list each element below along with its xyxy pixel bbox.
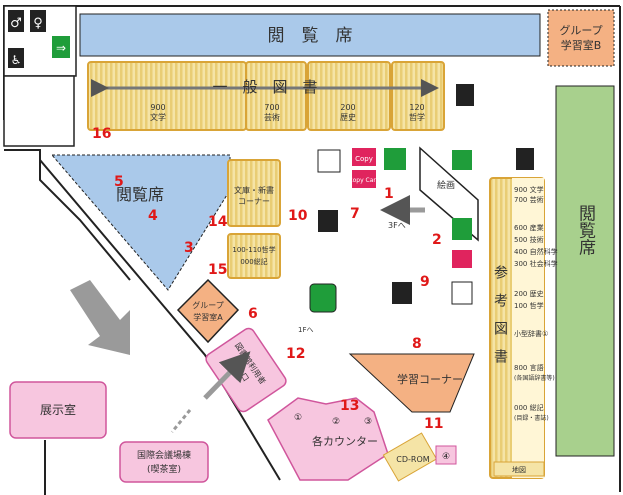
group-study-room-a-label-2: 学習室A xyxy=(193,312,223,322)
cdrom-label: CD-ROM xyxy=(396,455,429,464)
reference-shelf-label: 800 言語 xyxy=(514,363,544,372)
group-study-room-b-label-2: 学習室B xyxy=(561,38,602,52)
reference-shelf-label: 400 自然科学 xyxy=(514,247,558,256)
opac-terminal-icon xyxy=(318,210,338,232)
counter-4-box xyxy=(435,445,457,465)
location-marker-7: 7 xyxy=(350,206,360,222)
wheelchair-icon: ♿ xyxy=(11,53,22,67)
reference-shelf-label: 900 文学 xyxy=(514,185,544,194)
counter-number: ① xyxy=(294,413,302,423)
reference-books-label: 参 考 図 書 xyxy=(492,264,508,364)
shelf-name: 文学 xyxy=(150,112,166,122)
shelf-code: 900 xyxy=(150,103,165,112)
location-marker-12: 12 xyxy=(286,346,305,362)
reading-area-right xyxy=(555,85,615,457)
shelf-code: 120 xyxy=(409,103,424,112)
reference-shelves: 参 考 図 書 900 文学 700 芸術 600 産業 500 技術 400 … xyxy=(489,177,558,479)
counter-number: ④ xyxy=(442,452,450,462)
location-marker-13: 13 xyxy=(340,398,359,414)
location-marker-8: 8 xyxy=(412,336,422,352)
location-marker-6: 6 xyxy=(248,306,258,322)
philosophy-label-2: 000総記 xyxy=(240,257,267,266)
bunko-label-2: コーナー xyxy=(238,197,270,206)
location-marker-3: 3 xyxy=(184,240,194,256)
reference-shelf-label: 000 総記 xyxy=(514,403,544,412)
study-corner-label: 学習コーナー xyxy=(397,372,463,386)
philosophy-label-1: 100-110哲学 xyxy=(232,245,275,254)
male-restroom-icon: ♂ xyxy=(10,16,22,31)
location-marker-4: 4 xyxy=(148,208,158,224)
exhibit-room-label: 展示室 xyxy=(40,402,76,417)
shelf-name: 哲学 xyxy=(409,112,425,122)
shelf-name: 芸術 xyxy=(264,112,280,122)
reference-shelf-label: (各国語辞書等) xyxy=(514,374,555,382)
reading-area-left-label: 閲覧席 xyxy=(116,185,164,204)
location-marker-2: 2 xyxy=(432,232,442,248)
group-study-room-a xyxy=(176,278,240,344)
room-block xyxy=(3,75,75,147)
stairs-up-label: 3Fへ xyxy=(388,221,406,230)
reference-shelf-label: 100 哲学 xyxy=(514,301,544,310)
location-marker-5: 5 xyxy=(114,174,124,190)
location-marker-15: 15 xyxy=(208,262,227,278)
conference-label-2: (喫茶室) xyxy=(147,463,181,475)
stairs-area: 絵画 3Fへ 1Fへ xyxy=(298,146,479,334)
group-study-room-b-label-1: グループ xyxy=(559,23,602,37)
copy-machines: Copy Copy Card xyxy=(317,148,473,305)
location-marker-1: 1 xyxy=(384,186,394,202)
dictionary-label: 小型辞書① xyxy=(514,329,548,338)
location-marker-9: 9 xyxy=(420,274,430,290)
reading-area-left xyxy=(50,154,231,291)
conference-hall xyxy=(119,441,209,483)
exhibit-room xyxy=(9,381,107,439)
reference-shelf-label: (目録・書誌) xyxy=(514,414,549,422)
copy-card-label: Copy Card xyxy=(348,177,379,184)
shelf-code: 200 xyxy=(340,103,355,112)
location-marker-11: 11 xyxy=(424,416,443,432)
conference-label-1: 国際会議場棟 xyxy=(137,449,191,461)
map-shelf-label: 地図 xyxy=(512,465,526,474)
location-marker-14: 14 xyxy=(208,214,228,230)
restroom-area: ♂ ♀ ♿ ⇒ xyxy=(3,5,77,77)
reference-shelf-label: 200 歴史 xyxy=(514,289,544,298)
counter-label: 各カウンター xyxy=(312,434,378,448)
conference-path xyxy=(170,409,192,433)
reading-area-right-label: 閲覧席 xyxy=(575,205,596,256)
general-books-label: 一 般 図 書 xyxy=(212,78,317,96)
general-books-shelves: 一 般 図 書 900 文学 700 芸術 200 歴史 120 哲学 xyxy=(87,61,445,131)
stairs-down-label: 1Fへ xyxy=(298,326,313,334)
counter-number: ③ xyxy=(364,417,372,427)
restroom-icon xyxy=(516,148,534,170)
reference-shelf-label: 500 技術 xyxy=(514,235,544,244)
entrance-arrow xyxy=(70,280,130,355)
location-marker-10: 10 xyxy=(288,208,308,224)
shelf-code: 700 xyxy=(264,103,279,112)
copy-label: Copy xyxy=(355,155,373,163)
philosophy-shelf xyxy=(227,233,281,279)
opac-terminal-icon xyxy=(392,282,412,304)
study-corner xyxy=(348,353,475,413)
entrance-arrow-small xyxy=(203,351,251,400)
reference-shelf-label: 700 芸術 xyxy=(514,195,544,204)
reference-shelf-label: 600 産業 xyxy=(514,223,544,232)
reading-area-top xyxy=(79,13,541,57)
reference-shelf-label: 300 社会科学 xyxy=(514,259,558,268)
bunko-corner xyxy=(227,159,281,227)
location-marker-16: 16 xyxy=(92,126,111,142)
group-study-room-a-label-1: グループ xyxy=(192,300,224,310)
counter-number: ② xyxy=(332,417,340,427)
reading-area-top-label: 閲 覧 席 xyxy=(268,26,353,46)
restroom-icon xyxy=(456,84,474,106)
service-counter xyxy=(267,397,389,481)
female-restroom-icon: ♀ xyxy=(33,16,43,31)
bunko-label-1: 文庫・新書 xyxy=(234,185,274,195)
shelf-name: 歴史 xyxy=(340,112,356,122)
group-study-room-b xyxy=(547,9,615,67)
cdrom-station xyxy=(382,432,438,482)
picture-books-label: 絵画 xyxy=(437,179,455,191)
emergency-exit-icon: ⇒ xyxy=(56,41,66,55)
